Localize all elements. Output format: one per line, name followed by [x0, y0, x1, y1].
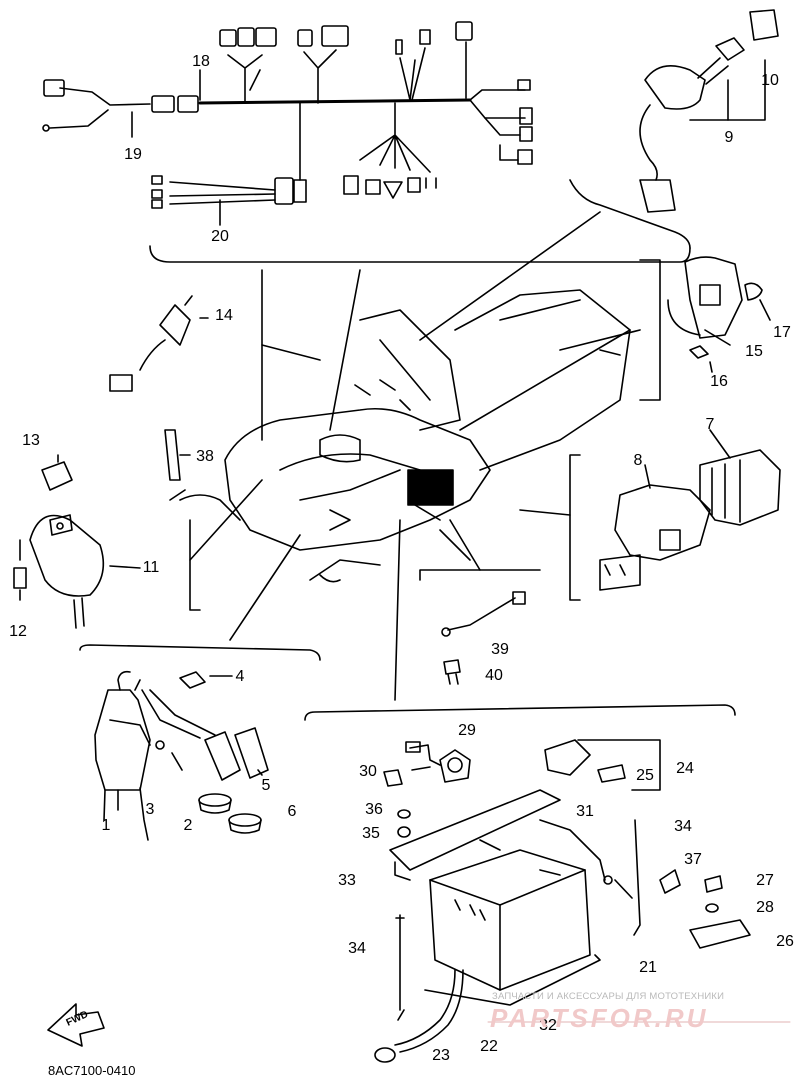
callout-20: 20 — [211, 228, 229, 245]
callout-25: 25 — [636, 767, 654, 784]
fwd-label: FWD — [40, 1002, 110, 1057]
callout-29: 29 — [458, 722, 476, 739]
callout-14: 14 — [215, 307, 233, 324]
sensor-39-40-drawing — [441, 591, 526, 685]
callout-16: 16 — [710, 373, 728, 390]
callout-40: 40 — [485, 667, 503, 684]
switch-14-drawing — [109, 295, 209, 481]
wire-harness-drawing — [42, 21, 691, 263]
watermark-logo-text: PARTSFOR.RU — [490, 1003, 708, 1033]
callout-23: 23 — [432, 1047, 450, 1064]
callout-22: 22 — [480, 1038, 498, 1055]
callout-27: 27 — [756, 872, 774, 889]
callout-21: 21 — [639, 959, 657, 976]
callout-13: 13 — [22, 432, 40, 449]
rectifier-drawing — [667, 256, 771, 373]
snowmobile-drawing — [79, 211, 736, 721]
callout-34-top: 34 — [674, 818, 692, 835]
callout-35: 35 — [362, 825, 380, 842]
cdi-unit-drawing — [599, 429, 781, 591]
callout-39: 39 — [491, 641, 509, 658]
callout-6: 6 — [287, 803, 297, 820]
callout-8: 8 — [633, 452, 643, 469]
callout-32: 32 — [539, 1017, 557, 1034]
watermark-logo-svg: PARTSFOR.RU — [490, 1003, 708, 1033]
callout-3: 3 — [145, 801, 155, 818]
callout-15: 15 — [745, 343, 763, 360]
callout-19: 19 — [124, 146, 142, 163]
watermark-text: ЗАПЧАСТИ И АКСЕССУАРЫ ДЛЯ МОТОТЕХНИКИ — [492, 991, 725, 1002]
callout-37: 37 — [684, 851, 702, 868]
callout-10: 10 — [761, 72, 779, 89]
callout-11: 11 — [142, 559, 160, 576]
callout-2: 2 — [183, 817, 193, 834]
callout-26: 26 — [776, 933, 794, 950]
callout-1: 1 — [101, 817, 111, 834]
ignition-coil-drawing — [94, 670, 269, 841]
main-switch-drawing — [569, 9, 779, 249]
callout-7: 7 — [705, 416, 715, 433]
fwd-label-svg: FWD — [65, 1009, 90, 1029]
callout-18: 18 — [192, 53, 210, 70]
callout-12: 12 — [9, 623, 27, 640]
fwd-arrow-icon — [47, 1003, 105, 1047]
callout-30: 30 — [359, 763, 377, 780]
callout-9: 9 — [724, 129, 734, 146]
callout-33: 33 — [338, 872, 356, 889]
horn-drawing — [13, 454, 141, 629]
callout-4: 4 — [235, 668, 245, 685]
callout-28: 28 — [756, 899, 774, 916]
callout-34-bottom: 34 — [348, 940, 366, 957]
callout-38: 38 — [196, 448, 214, 465]
callout-36: 36 — [365, 801, 383, 818]
callout-17: 17 — [773, 324, 791, 341]
callout-31: 31 — [576, 803, 594, 820]
diagram-code: 8AC7100-0410 — [48, 1063, 136, 1078]
fwd-text: FWD — [65, 1009, 90, 1029]
battery-drawing — [374, 739, 751, 1063]
watermark-logo: PARTSFOR.RU — [488, 1003, 793, 1038]
callout-5: 5 — [261, 777, 271, 794]
callout-24: 24 — [676, 760, 694, 777]
